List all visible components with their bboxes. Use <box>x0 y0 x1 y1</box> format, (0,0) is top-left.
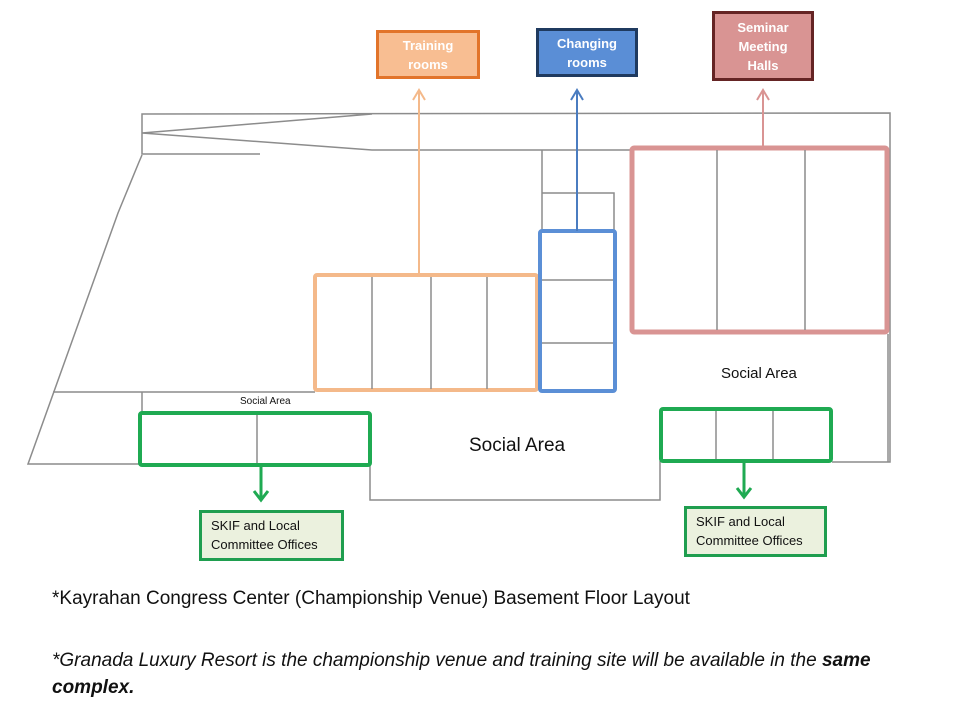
office-left-block <box>138 411 372 467</box>
social-area-label-right: Social Area <box>721 365 797 382</box>
arrow-seminar <box>756 88 770 148</box>
seminar-halls-label: Seminar Meeting Halls <box>737 19 789 73</box>
resort-note-text: *Granada Luxury Resort is the championsh… <box>52 650 822 671</box>
office-right-callout: SKIF and Local Committee Offices <box>684 506 827 557</box>
arrow-changing <box>570 88 584 231</box>
arrow-head-icon <box>756 88 770 101</box>
arrow-office-right <box>735 461 753 500</box>
arrow-head-icon <box>735 487 753 500</box>
arrow-training <box>412 88 426 275</box>
resort-note: *Granada Luxury Resort is the championsh… <box>52 647 932 701</box>
seminar-halls-block <box>629 145 890 335</box>
training-rooms-callout: Training rooms <box>376 30 480 79</box>
arrow-head-icon <box>252 490 270 503</box>
arrow-head-icon <box>570 88 584 101</box>
resort-note-emphasis: same complex. <box>52 650 871 698</box>
arrow-office-left <box>252 465 270 503</box>
wall-changing-annex <box>542 192 615 230</box>
wall-top-wedge <box>141 113 632 151</box>
seminar-halls-callout: Seminar Meeting Halls <box>712 11 814 81</box>
training-rooms-block <box>313 273 539 392</box>
changing-rooms-label: Changing rooms <box>557 35 617 70</box>
office-right-block <box>659 407 833 463</box>
changing-rooms-callout: Changing rooms <box>536 28 638 77</box>
office-left-label: SKIF and Local Committee Offices <box>211 518 318 552</box>
changing-rooms-outline <box>538 229 617 393</box>
seminar-halls-outline <box>629 145 890 335</box>
office-left-outline <box>138 411 372 467</box>
office-right-outline <box>659 407 833 463</box>
social-area-label-middle: Social Area <box>469 435 566 456</box>
building-walls <box>26 112 891 501</box>
changing-rooms-block <box>538 229 617 393</box>
training-rooms-label: Training rooms <box>402 37 454 72</box>
office-right-label: SKIF and Local Committee Offices <box>696 514 803 548</box>
office-left-callout: SKIF and Local Committee Offices <box>199 510 344 561</box>
arrow-head-icon <box>412 88 426 101</box>
wall-top <box>141 112 891 463</box>
wall-left-diagonal <box>26 154 143 465</box>
social-area-label-small: Social Area <box>240 396 291 407</box>
training-rooms-outline <box>313 273 539 392</box>
wall-social-bottom <box>369 461 661 501</box>
layout-caption: *Kayrahan Congress Center (Championship … <box>52 588 690 609</box>
wall-inner-ledge <box>141 133 260 155</box>
